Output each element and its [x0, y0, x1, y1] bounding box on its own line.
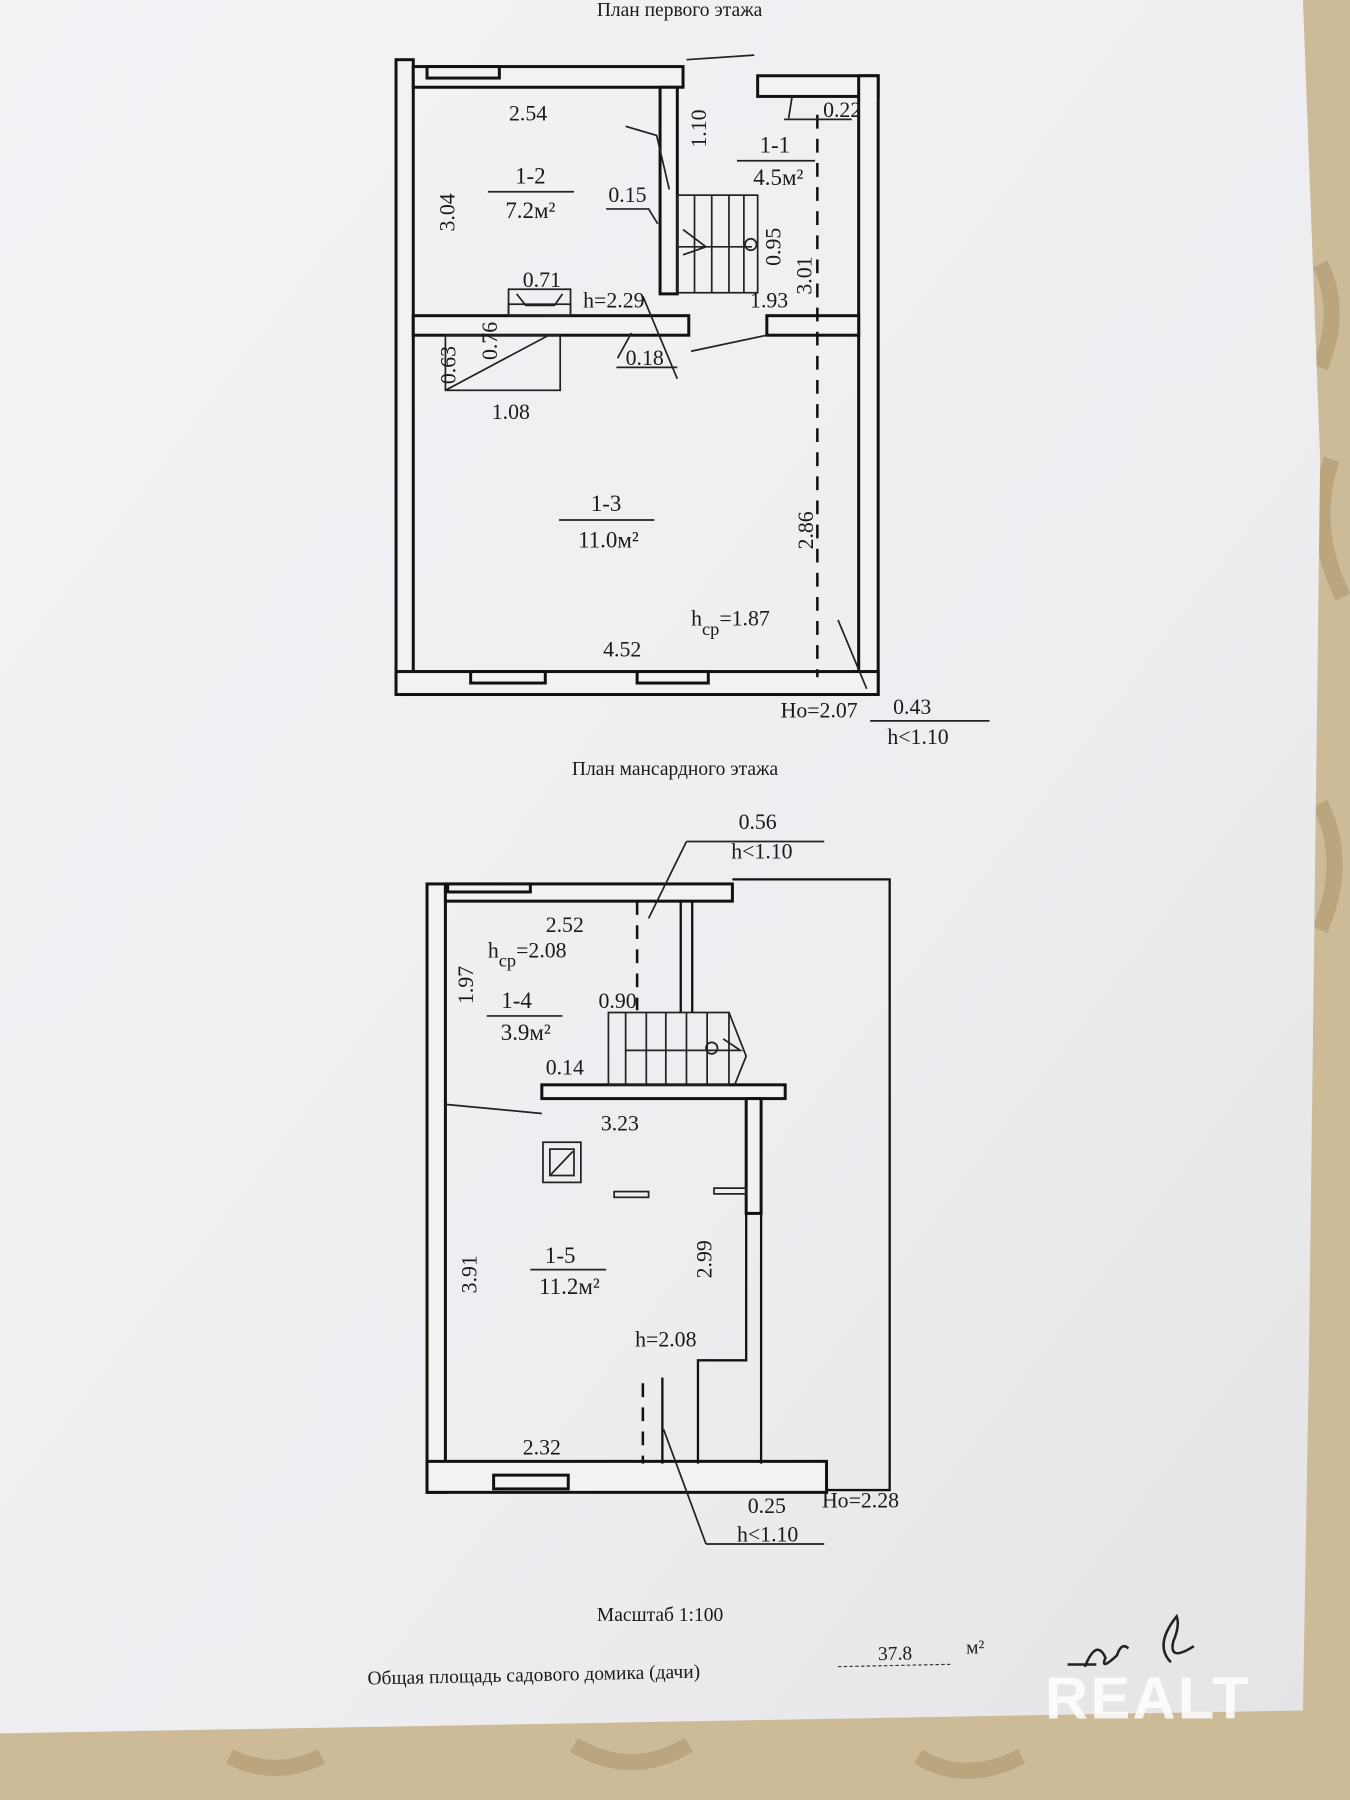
signature: [1067, 1613, 1195, 1668]
svg-text:0.22: 0.22: [823, 98, 861, 122]
svg-text:Ho=2.28: Ho=2.28: [822, 1488, 899, 1512]
svg-text:3.01: 3.01: [793, 256, 817, 294]
svg-text:4.52: 4.52: [603, 638, 641, 662]
svg-text:0.63: 0.63: [437, 346, 461, 384]
svg-text:0.71: 0.71: [523, 268, 561, 292]
svg-text:h=2.29: h=2.29: [583, 289, 644, 313]
ground-floor-title: План первого этажа: [597, 0, 763, 21]
svg-text:1-4: 1-4: [501, 988, 532, 1013]
svg-text:2.99: 2.99: [693, 1240, 717, 1278]
svg-text:1.10: 1.10: [687, 109, 711, 147]
svg-text:1-3: 1-3: [591, 491, 622, 516]
svg-text:0.15: 0.15: [608, 183, 646, 207]
attic-floor-labels: 0.56 h<1.10 2.52 hср=2.08 1.97 1-4 3.9м²…: [454, 810, 899, 1547]
svg-text:1.97: 1.97: [454, 966, 478, 1004]
svg-text:h<1.10: h<1.10: [737, 1523, 798, 1547]
svg-text:hср=2.08: hср=2.08: [488, 938, 567, 970]
ground-floor-plan: [394, 54, 990, 722]
svg-text:0.14: 0.14: [546, 1055, 584, 1079]
svg-text:11.2м²: 11.2м²: [539, 1274, 600, 1299]
svg-text:0.56: 0.56: [739, 810, 777, 834]
svg-text:h<1.10: h<1.10: [731, 840, 792, 864]
total-area-value: 37.8: [878, 1643, 913, 1665]
scale-label: Масштаб 1:100: [597, 1605, 723, 1626]
svg-text:м²: м²: [966, 1637, 985, 1658]
svg-text:3.23: 3.23: [601, 1112, 639, 1136]
svg-text:3.9м²: 3.9м²: [501, 1020, 551, 1045]
svg-text:7.2м²: 7.2м²: [505, 198, 555, 223]
attic-floor-plan: [425, 840, 891, 1545]
svg-text:h<1.10: h<1.10: [887, 725, 948, 749]
svg-text:0.43: 0.43: [893, 695, 931, 719]
realt-watermark: REALT: [1045, 1664, 1251, 1731]
svg-text:2.32: 2.32: [523, 1435, 561, 1459]
svg-text:Ho=2.07: Ho=2.07: [781, 698, 858, 722]
paper-sheet: [0, 0, 1321, 1734]
table-pattern: [226, 260, 1350, 1779]
ground-floor-labels: 1-2 7.2м² 1-1 4.5м² 1-3 11.0м² 2.54 1.10…: [436, 98, 949, 749]
svg-text:2.52: 2.52: [546, 913, 584, 937]
svg-text:2.86: 2.86: [794, 511, 818, 549]
svg-text:0.18: 0.18: [626, 346, 664, 370]
attic-floor-title: План мансардного этажа: [572, 759, 779, 780]
svg-text:1.93: 1.93: [750, 289, 788, 313]
svg-text:0.76: 0.76: [478, 322, 502, 360]
svg-text:1-5: 1-5: [545, 1243, 576, 1268]
svg-text:0.90: 0.90: [599, 989, 637, 1013]
svg-text:0.25: 0.25: [748, 1494, 786, 1518]
svg-text:0.95: 0.95: [762, 228, 786, 266]
svg-text:1-1: 1-1: [760, 133, 791, 158]
svg-text:2.54: 2.54: [509, 102, 547, 126]
svg-text:1.08: 1.08: [492, 400, 530, 424]
svg-text:hср=1.87: hср=1.87: [691, 607, 770, 639]
svg-text:11.0м²: 11.0м²: [578, 528, 639, 553]
svg-text:3.04: 3.04: [436, 193, 460, 231]
svg-text:1-2: 1-2: [515, 164, 546, 189]
svg-text:4.5м²: 4.5м²: [753, 165, 803, 190]
svg-text:h=2.08: h=2.08: [635, 1328, 696, 1352]
svg-text:3.91: 3.91: [457, 1255, 481, 1293]
